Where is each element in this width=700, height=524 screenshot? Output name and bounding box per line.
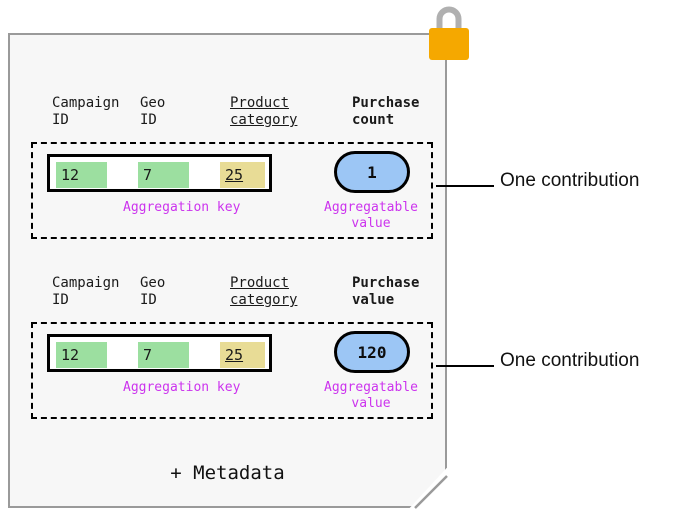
leader-line-icon: [436, 185, 494, 187]
column-header-product-category: Product category: [230, 95, 298, 128]
annotation-label: One contribution: [500, 170, 640, 191]
column-header-geo-id: Geo ID: [140, 275, 166, 308]
key-cell-campaign-id: 12: [56, 162, 107, 188]
caption-aggregatable-value-2: Aggregatable value: [324, 380, 418, 411]
annotation-label: One contribution: [500, 350, 640, 371]
contribution-group-1: Campaign ID Geo ID Product category Purc…: [31, 95, 433, 239]
caption-aggregation-key-1: Aggregation key: [123, 200, 241, 215]
column-header-campaign-id: Campaign ID: [52, 95, 120, 128]
column-headers-2: Campaign ID Geo ID Product category Purc…: [52, 275, 433, 322]
key-cell-geo-id: 7: [138, 342, 189, 368]
contribution-boundary-1: 12 7 25 1 Aggregation key Aggregatable v…: [31, 142, 433, 239]
key-cell-campaign-id: 12: [56, 342, 107, 368]
report-document-card: [8, 33, 447, 508]
key-cell-geo-id: 7: [138, 162, 189, 188]
contribution-boundary-2: 12 7 25 120 Aggregation key Aggregatable…: [31, 322, 433, 419]
contribution-group-2: Campaign ID Geo ID Product category Purc…: [31, 275, 433, 419]
column-header-geo-id: Geo ID: [140, 95, 166, 128]
padlock-icon: [429, 6, 469, 60]
aggregation-key-box-2: 12 7 25: [47, 334, 272, 372]
aggregatable-value-pill-2: 120: [334, 331, 410, 373]
key-cell-product-category: 25: [220, 162, 265, 188]
column-header-campaign-id: Campaign ID: [52, 275, 120, 308]
column-headers-1: Campaign ID Geo ID Product category Purc…: [52, 95, 433, 142]
aggregatable-value-pill-1: 1: [334, 151, 410, 193]
caption-aggregatable-value-1: Aggregatable value: [324, 200, 418, 231]
column-header-purchase-count: Purchase count: [352, 95, 420, 128]
column-header-purchase-value: Purchase value: [352, 275, 420, 308]
aggregation-key-box-1: 12 7 25: [47, 154, 272, 192]
column-header-product-category: Product category: [230, 275, 298, 308]
metadata-label: + Metadata: [170, 462, 285, 484]
leader-line-icon: [436, 365, 494, 367]
key-cell-product-category: 25: [220, 342, 265, 368]
caption-aggregation-key-2: Aggregation key: [123, 380, 241, 395]
